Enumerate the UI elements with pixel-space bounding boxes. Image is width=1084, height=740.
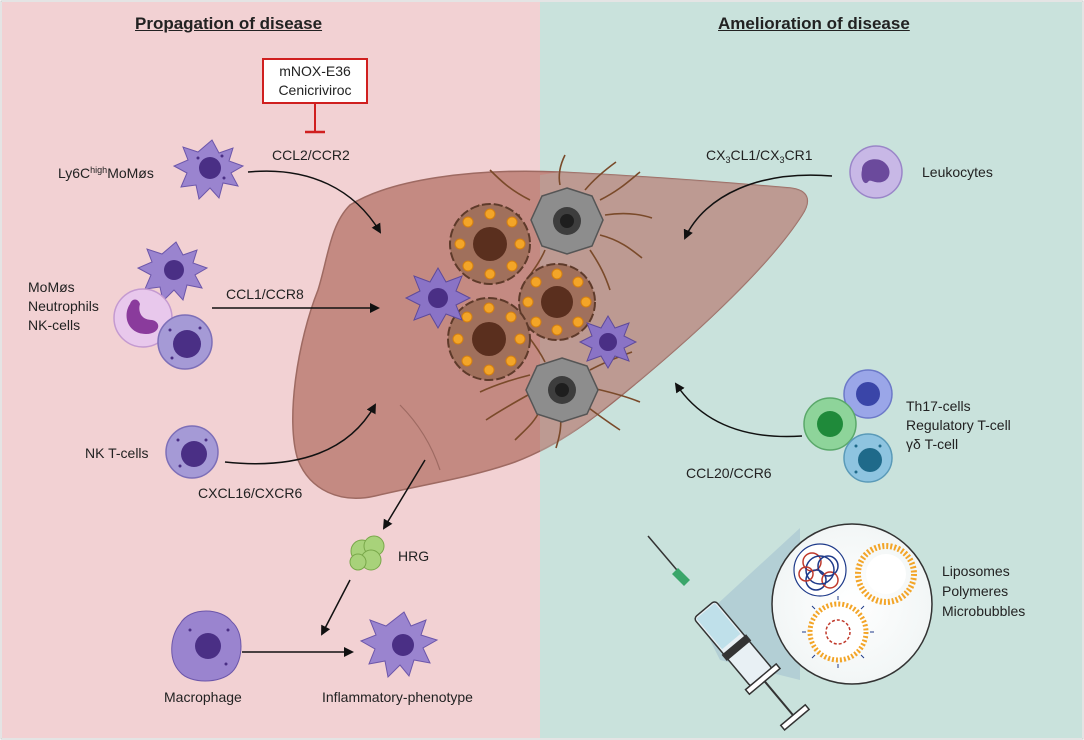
label-leukocytes: Leukocytes	[922, 164, 993, 180]
arrow-hrg-to-phenotype	[321, 579, 351, 636]
inhibitor-mnox: mNOX-E36	[279, 63, 351, 79]
ly6c-momo-cell	[172, 139, 245, 201]
label-cxcl16-cxcr6: CXCL16/CXCR6	[198, 485, 303, 501]
label-macrophage: Macrophage	[164, 689, 242, 705]
arrow-nkt-to-liver	[224, 403, 376, 465]
left-panel-title: Propagation of disease	[135, 14, 323, 33]
microbubble-particle	[802, 596, 874, 668]
label-ccl1-ccr8: CCL1/CCR8	[226, 286, 304, 302]
liver-macrophage-left	[404, 266, 472, 330]
label-nk-cells: NK-cells	[28, 317, 81, 333]
label-liposomes: Liposomes	[942, 563, 1010, 579]
gd-t-cell	[843, 433, 893, 483]
label-inflammatory-phenotype: Inflammatory-phenotype	[322, 689, 473, 705]
liver-macrophage-right	[578, 315, 638, 369]
momos-cell	[136, 241, 209, 303]
neutrophil-cell	[113, 288, 173, 348]
hepatocyte-2	[518, 263, 596, 341]
polymere-particle	[793, 543, 847, 597]
label-ly6c-momos: Ly6ChighMoMøs	[58, 165, 154, 181]
th17-cell	[843, 369, 893, 419]
right-panel-title: Amelioration of disease	[718, 14, 910, 33]
liposome-particle	[855, 543, 917, 605]
label-neutrophils: Neutrophils	[28, 298, 99, 314]
arrow-liver-to-hrg	[382, 459, 426, 530]
syringe	[647, 535, 811, 732]
label-regulatory-t-cell: Regulatory T-cell	[906, 417, 1011, 433]
inhibitor-box: mNOX-E36 Cenicriviroc	[262, 58, 368, 104]
hepatocyte-3	[447, 297, 531, 381]
label-momos: MoMøs	[28, 279, 75, 295]
label-hrg: HRG	[398, 548, 430, 564]
nk-cell	[157, 314, 213, 370]
label-nk-t-cells: NK T-cells	[85, 445, 149, 461]
hrg-blob	[349, 535, 385, 571]
nk-t-cell	[165, 425, 219, 479]
leukocyte-cell	[849, 145, 903, 199]
label-polymeres: Polymeres	[942, 583, 1009, 599]
label-ccl2-ccr2: CCL2/CCR2	[272, 147, 350, 163]
fibrotic-cell-bottom	[479, 335, 641, 449]
label-cx3cl1-cx3cr1: CX3CL1/CX3CR1	[706, 147, 813, 165]
macrophage-cell	[171, 610, 242, 682]
arrow-ly6c-to-liver	[247, 170, 382, 234]
nanoparticle-bubble	[771, 523, 933, 685]
regulatory-t-cell	[803, 397, 857, 451]
label-microbubbles: Microbubbles	[942, 603, 1026, 619]
arrow-tcells-to-liver	[674, 382, 803, 438]
hepatocyte-1	[449, 203, 531, 285]
inflammatory-phenotype-cell	[359, 611, 439, 679]
label-ccl20-ccr6: CCL20/CCR6	[686, 465, 772, 481]
label-th17-cells: Th17-cells	[906, 398, 971, 414]
inhibitor-cenicriviroc: Cenicriviroc	[278, 82, 352, 98]
label-gd-t-cell: γδ T-cell	[906, 436, 959, 452]
arrow-leukocyte-to-liver	[683, 174, 833, 240]
